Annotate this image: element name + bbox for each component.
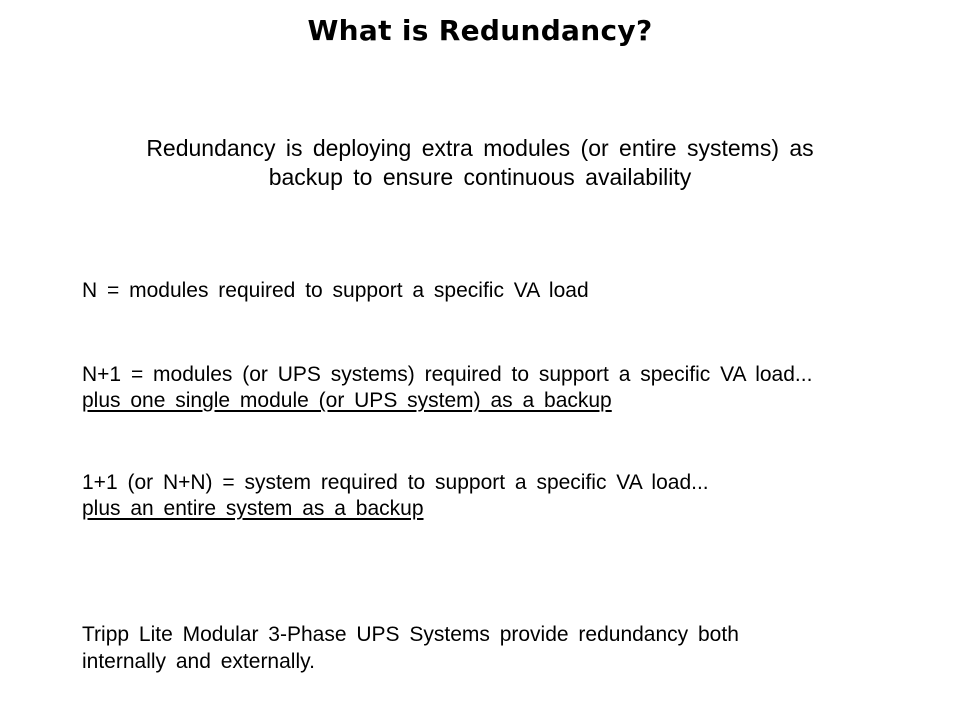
definition-1-plus-1-line-1: 1+1 (or N+N) = system required to suppor…	[82, 471, 709, 494]
definition-1-plus-1: 1+1 (or N+N) = system required to suppor…	[82, 470, 920, 522]
slide-subtitle: Redundancy is deploying extra modules (o…	[60, 134, 900, 192]
definition-n-plus-1: N+1 = modules (or UPS systems) required …	[82, 362, 920, 414]
footer-paragraph: Tripp Lite Modular 3-Phase UPS Systems p…	[82, 621, 739, 675]
footer-line-1: Tripp Lite Modular 3-Phase UPS Systems p…	[82, 623, 739, 646]
definition-n: N = modules required to support a specif…	[82, 278, 920, 304]
subtitle-line-1: Redundancy is deploying extra modules (o…	[146, 135, 814, 161]
definition-n-line-1: N = modules required to support a specif…	[82, 279, 589, 302]
slide-title: What is Redundancy?	[307, 14, 653, 47]
footer-line-2: internally and externally.	[82, 650, 315, 673]
definition-1-plus-1-line-2: plus an entire system as a backup	[82, 497, 424, 520]
definition-n-plus-1-line-1: N+1 = modules (or UPS systems) required …	[82, 363, 813, 386]
subtitle-line-2: backup to ensure continuous availability	[268, 164, 692, 190]
definition-n-plus-1-line-2: plus one single module (or UPS system) a…	[82, 389, 612, 412]
